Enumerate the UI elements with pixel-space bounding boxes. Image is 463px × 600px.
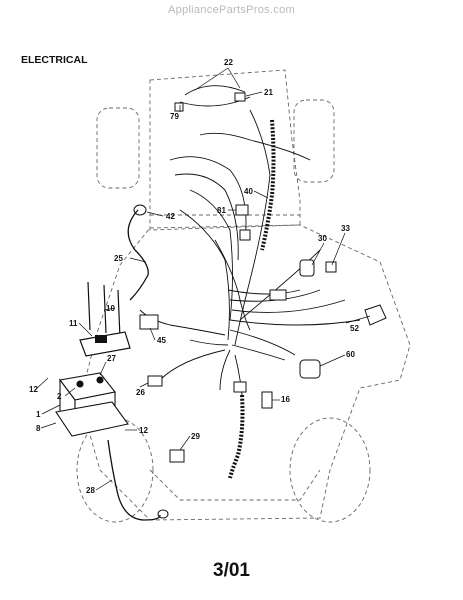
pto-switch — [299, 359, 321, 379]
callout-42: 42 — [166, 212, 175, 221]
lower-coil — [228, 394, 245, 479]
callout-12-right: 12 — [139, 426, 148, 435]
callout-33: 33 — [341, 224, 350, 233]
callout-8: 8 — [36, 424, 41, 433]
diagram-title: ELECTRICAL — [21, 54, 88, 66]
callout-21: 21 — [264, 88, 273, 97]
positive-battery-cable — [127, 209, 149, 301]
watermark-text: AppliancePartsPros.com — [167, 4, 296, 16]
callout-11: 11 — [69, 319, 78, 328]
callout-28: 28 — [86, 486, 95, 495]
connector-33 — [325, 261, 337, 273]
connector-26 — [147, 375, 163, 387]
callout-60: 60 — [346, 350, 355, 359]
connector-29 — [169, 449, 185, 463]
ground-cable — [107, 439, 161, 521]
callout-40: 40 — [244, 187, 253, 196]
connector-group — [139, 92, 387, 463]
battery-bracket — [79, 331, 131, 357]
callout-26: 26 — [136, 388, 145, 397]
main-harness — [139, 85, 361, 396]
connector-21 — [234, 92, 246, 102]
battery-tray — [55, 401, 129, 437]
callout-12-left: 12 — [29, 385, 38, 394]
leader-lines — [34, 67, 371, 491]
callout-16: 16 — [281, 395, 290, 404]
callouts: 22 21 79 40 42 81 33 30 25 10 11 52 27 4… — [29, 58, 359, 495]
connector-top — [269, 289, 287, 301]
connector-16 — [261, 391, 273, 409]
connector-bottom — [233, 381, 247, 393]
cable-terminal-ring — [133, 204, 147, 216]
callout-27: 27 — [107, 354, 116, 363]
connector-45 — [139, 314, 159, 330]
ground-terminal-ring — [157, 509, 169, 519]
plug-52 — [364, 304, 387, 326]
callout-29: 29 — [191, 432, 200, 441]
revision-code: 3/01 — [213, 560, 250, 581]
connector-79 — [174, 102, 184, 112]
callout-52: 52 — [350, 324, 359, 333]
callout-10: 10 — [106, 304, 115, 313]
ignition-switch — [299, 259, 315, 277]
callout-1: 1 — [36, 410, 41, 419]
callout-30: 30 — [318, 234, 327, 243]
callout-81: 81 — [217, 206, 226, 215]
battery-hold-down-rods — [87, 281, 121, 339]
fuse-holder — [239, 229, 251, 241]
callout-45: 45 — [157, 336, 166, 345]
callout-22: 22 — [224, 58, 233, 67]
callout-79: 79 — [170, 112, 179, 121]
connector-81 — [235, 204, 249, 216]
callout-2: 2 — [57, 392, 62, 401]
upper-coil — [260, 119, 276, 251]
callout-25: 25 — [114, 254, 123, 263]
